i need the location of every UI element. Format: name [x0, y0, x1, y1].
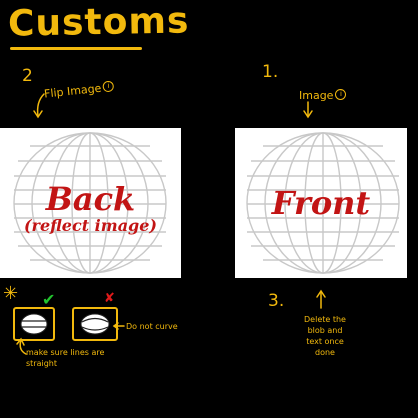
arrow-flip-image — [36, 93, 45, 117]
info-icon: i — [335, 89, 347, 100]
flip-image-text: Flip Image — [43, 81, 102, 101]
check-icon: ✔ — [42, 290, 56, 309]
back-label: Back — [45, 180, 136, 218]
page-title: Customs — [7, 0, 190, 45]
step-1-number: 1. — [262, 62, 279, 82]
delete-note: Delete the blob and text once done — [304, 315, 346, 357]
front-panel: Front — [235, 128, 407, 278]
curved-lines-sphere-icon — [80, 313, 110, 335]
star-icon: ✳ — [3, 283, 19, 304]
image-text: Image — [299, 89, 334, 102]
arrow-head-delete — [316, 289, 326, 298]
front-label: Front — [271, 184, 371, 222]
info-icon: i — [102, 80, 115, 93]
back-panel: Back (reflect image) — [0, 128, 181, 278]
reflect-image-label: (reflect image) — [23, 216, 157, 235]
make-sure-note: make sure lines are straight — [26, 348, 105, 368]
straight-lines-sphere-icon — [20, 313, 48, 335]
arrow-head-flip-image — [33, 110, 43, 119]
arrow-head-image — [303, 110, 313, 119]
title-underline — [10, 47, 142, 50]
step-3-number: 3. — [268, 291, 285, 311]
do-not-curve-note: Do not curve — [126, 322, 178, 331]
wireframe-sphere-front — [246, 132, 400, 274]
cross-icon: ✘ — [104, 291, 115, 306]
step-2-number: 2 — [22, 66, 33, 86]
straight-lines-example — [13, 307, 55, 341]
wireframe-sphere-back — [13, 132, 167, 274]
curved-lines-example — [72, 307, 118, 341]
